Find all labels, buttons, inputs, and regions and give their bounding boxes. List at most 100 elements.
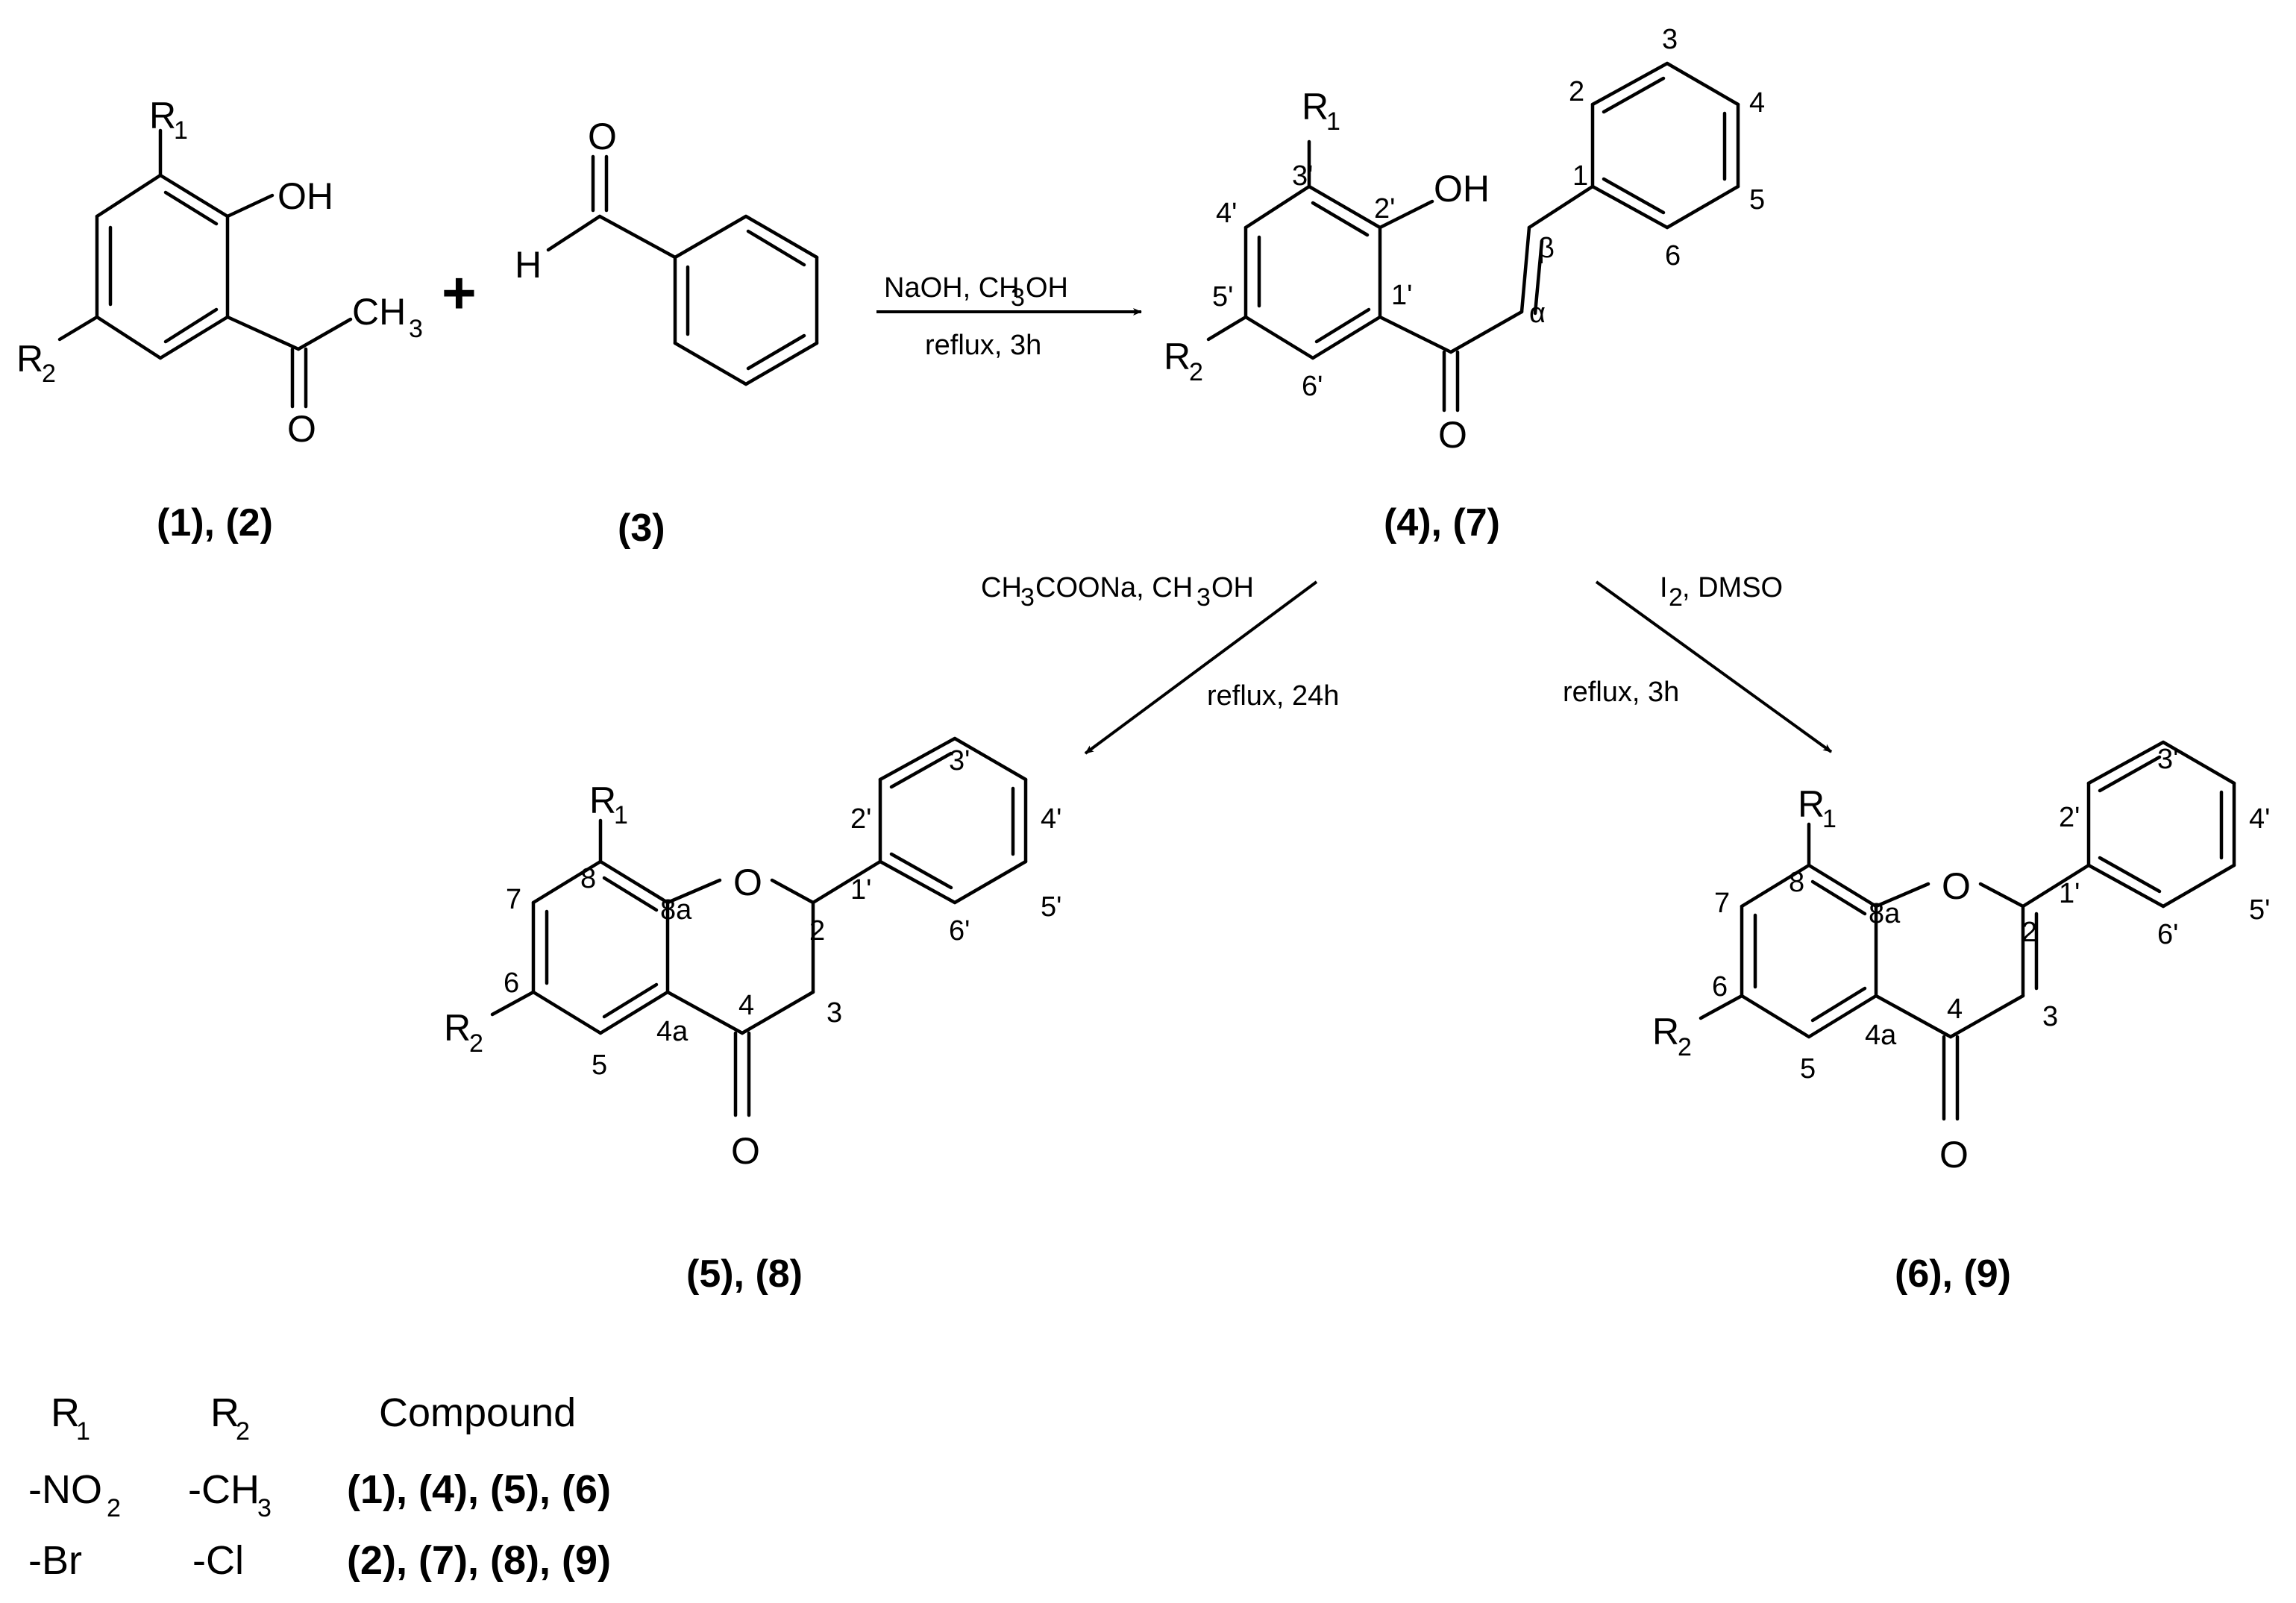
svg-text:1: 1 [614, 801, 628, 829]
label-chalcone: (4), (7) [1384, 501, 1500, 545]
flavanone-ring-o: O [733, 862, 762, 903]
table-row: -Br -Cl (2), (7), (8), (9) [28, 1538, 611, 1583]
svg-text:(2), (7), (8), (9): (2), (7), (8), (9) [347, 1538, 611, 1583]
svg-text:-NO: -NO [28, 1467, 102, 1512]
svg-text:3: 3 [409, 315, 423, 343]
svg-text:reflux, 24h: reflux, 24h [1207, 680, 1339, 712]
svg-text:3: 3 [827, 997, 842, 1029]
svg-text:3': 3' [1292, 160, 1313, 192]
flavone-ring-o: O [1942, 865, 1971, 907]
svg-text:5: 5 [1749, 184, 1765, 216]
flavone-r1: R 1 [1798, 783, 1837, 833]
chalcone-ring-a [1243, 184, 1382, 360]
svg-text:1: 1 [174, 116, 188, 145]
flavone-ring-b [2086, 740, 2236, 909]
svg-text:2: 2 [236, 1417, 250, 1446]
flavanone-carbonyl-o: O [731, 1130, 760, 1172]
flavone-phenyl-numbers: 1' 2' 3' 4' 5' 6' [2059, 744, 2270, 950]
chalcone-ring-b [1590, 61, 1740, 230]
svg-text:2: 2 [42, 360, 56, 388]
acetophenone-ring [95, 173, 230, 360]
svg-text:4: 4 [738, 990, 754, 1021]
flavanone-core-numbers: 8 8a 7 6 5 4a 4 3 2 [504, 863, 842, 1081]
svg-text:4a: 4a [656, 1016, 689, 1047]
svg-text:R: R [210, 1390, 239, 1435]
acetophenone-r1: R 1 [149, 95, 188, 145]
svg-text:1: 1 [76, 1417, 90, 1446]
flavone-structure: R 1 R 2 O O 8 8a 7 6 5 4a 4 3 2 1' 2' 3'… [1652, 740, 2270, 1176]
step1-conditions: NaOH, CH 3 OH reflux, 3h [876, 272, 1142, 361]
svg-text:, DMSO: , DMSO [1682, 572, 1783, 603]
flavanone-ring-b [878, 736, 1028, 905]
acetophenone-r2: R 2 [16, 338, 56, 388]
svg-text:(1), (4), (5), (6): (1), (4), (5), (6) [347, 1467, 611, 1512]
step2-arrow [1084, 580, 1318, 755]
svg-text:6: 6 [1665, 240, 1681, 272]
svg-text:1: 1 [1572, 160, 1588, 192]
flavanone-phenyl-numbers: 1' 2' 3' 4' 5' 6' [850, 745, 1061, 947]
acetophenone-oh: OH [277, 175, 333, 217]
benzaldehyde-ring [673, 214, 819, 386]
svg-text:4: 4 [1749, 87, 1765, 119]
chalcone-oh: OH [1434, 168, 1490, 210]
svg-text:4': 4' [2249, 803, 2270, 835]
step3-arrow [1595, 580, 1833, 753]
svg-text:3: 3 [1011, 283, 1025, 312]
flavanone-ring-a [531, 859, 670, 1035]
svg-text:8: 8 [1789, 867, 1804, 898]
svg-text:3: 3 [1020, 583, 1035, 612]
svg-text:2: 2 [1669, 583, 1683, 612]
svg-text:2': 2' [850, 803, 871, 835]
svg-text:OH: OH [1026, 272, 1068, 304]
svg-text:2: 2 [1678, 1033, 1692, 1061]
chalcone-beta: β [1538, 233, 1555, 264]
svg-text:3': 3' [2157, 744, 2178, 775]
chalcone-alpha: α [1529, 298, 1546, 329]
svg-text:5': 5' [2249, 894, 2270, 926]
chalcone-ring-b-numbers: 1 2 3 4 5 6 [1569, 24, 1765, 272]
flavone-carbonyl-o: O [1939, 1134, 1969, 1176]
svg-text:5': 5' [1041, 891, 1061, 923]
svg-text:3: 3 [1196, 583, 1211, 612]
chalcone-r1: R 1 [1302, 86, 1340, 136]
svg-text:3': 3' [949, 745, 970, 777]
flavanone-r1: R 1 [589, 779, 628, 829]
svg-text:2: 2 [107, 1494, 121, 1522]
label-flavone: (6), (9) [1895, 1252, 2011, 1296]
svg-text:2: 2 [1189, 358, 1203, 386]
svg-text:R: R [1652, 1011, 1679, 1053]
svg-text:I: I [1660, 572, 1668, 603]
flavone-core-numbers: 8 8a 7 6 5 4a 4 3 2 [1712, 867, 2058, 1085]
chalcone-carbonyl-o: O [1438, 414, 1467, 456]
substituent-table: R 1 R 2 Compound -NO 2 -CH 3 (1), (4), (… [28, 1390, 611, 1583]
svg-text:reflux, 3h: reflux, 3h [925, 330, 1041, 361]
svg-text:CH: CH [352, 291, 406, 333]
svg-text:8a: 8a [660, 894, 692, 926]
svg-text:OH: OH [1211, 572, 1254, 603]
svg-text:-CH: -CH [188, 1467, 260, 1512]
svg-text:R: R [1798, 783, 1825, 825]
flavone-r2: R 2 [1652, 1011, 1692, 1061]
plus-sign: + [442, 260, 477, 326]
svg-text:3: 3 [2042, 1001, 2058, 1032]
svg-text:2: 2 [2021, 917, 2037, 948]
svg-text:2: 2 [1569, 76, 1584, 107]
svg-text:1': 1' [2059, 878, 2080, 909]
svg-text:2': 2' [2059, 802, 2080, 833]
label-benzaldehyde: (3) [618, 506, 665, 550]
svg-text:3: 3 [257, 1494, 272, 1522]
svg-text:6': 6' [1302, 371, 1323, 402]
svg-text:6: 6 [1712, 971, 1728, 1003]
svg-text:3: 3 [1662, 24, 1678, 55]
svg-text:-Br: -Br [28, 1538, 82, 1583]
benzaldehyde-h: H [515, 244, 542, 286]
svg-text:4': 4' [1216, 198, 1237, 229]
chalcone-ring-a-numbers: 3' 2' 1' 4' 5' 6' [1212, 160, 1412, 402]
svg-text:2': 2' [1374, 193, 1395, 225]
chalcone-structure: R 1 OH R 2 O 3' 2' 1' 4' 5' 6' α β 1 2 3… [1164, 24, 1765, 456]
chalcone-r2: R 2 [1164, 336, 1203, 386]
acetophenone-carbonyl-o: O [287, 408, 316, 450]
acetophenone-structure: R 1 OH CH 3 O R 2 [16, 95, 423, 450]
svg-text:R: R [51, 1390, 80, 1435]
svg-text:R: R [149, 95, 176, 137]
